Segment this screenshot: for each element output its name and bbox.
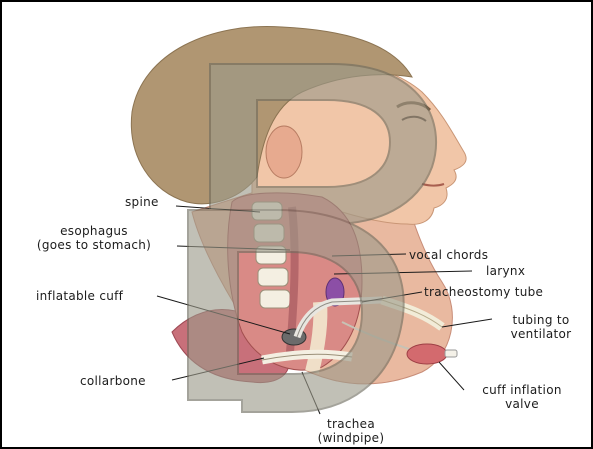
label-trachea-line1: trachea xyxy=(306,417,396,431)
label-tubing-line1: tubing to xyxy=(496,313,586,327)
label-tracheostomy-tube: tracheostomy tube xyxy=(424,285,543,299)
label-esophagus: esophagus (goes to stomach) xyxy=(13,224,175,252)
label-esophagus-line2: (goes to stomach) xyxy=(13,238,175,252)
label-trachea-line2: (windpipe) xyxy=(306,431,396,445)
label-cuff-valve-line2: valve xyxy=(462,397,582,411)
label-spine: spine xyxy=(125,195,159,209)
ear xyxy=(266,126,302,178)
label-cuff-valve-line1: cuff inflation xyxy=(462,383,582,397)
label-larynx: larynx xyxy=(486,264,525,278)
label-vocal-chords: vocal chords xyxy=(409,248,488,262)
cuff-inflation-balloon xyxy=(407,344,447,364)
cuff-valve-tip xyxy=(445,350,457,357)
label-inflatable-cuff: inflatable cuff xyxy=(36,289,123,303)
label-cuff-inflation-valve: cuff inflation valve xyxy=(462,383,582,411)
label-trachea: trachea (windpipe) xyxy=(306,417,396,445)
label-tubing-line2: ventilator xyxy=(496,327,586,341)
label-collarbone: collarbone xyxy=(80,374,146,388)
label-esophagus-line1: esophagus xyxy=(13,224,175,238)
label-tubing: tubing to ventilator xyxy=(496,313,586,341)
